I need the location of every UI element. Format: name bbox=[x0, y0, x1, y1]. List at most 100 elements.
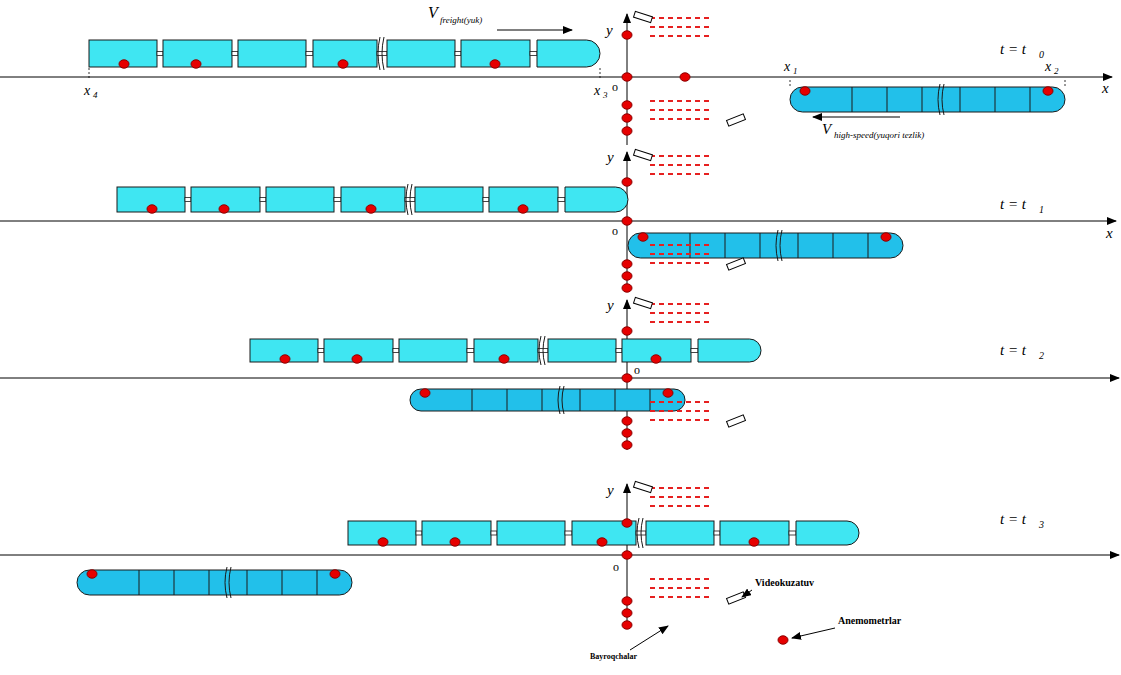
car-divider bbox=[472, 389, 473, 411]
coupler bbox=[185, 198, 191, 202]
break-mark bbox=[637, 518, 639, 548]
math-label: 4 bbox=[93, 91, 98, 100]
anemometer-dot bbox=[87, 570, 97, 578]
car-divider bbox=[833, 233, 834, 258]
freight-train bbox=[250, 336, 761, 365]
anemometer-dot bbox=[622, 327, 632, 335]
anemometer-dot bbox=[749, 538, 759, 546]
anemometer-dot bbox=[622, 31, 632, 39]
coupler bbox=[157, 52, 163, 56]
break-mark bbox=[942, 84, 944, 115]
math-label: 3 bbox=[1039, 520, 1044, 530]
math-label: 1 bbox=[793, 67, 798, 76]
freight-car bbox=[646, 521, 714, 545]
video-camera bbox=[727, 592, 746, 604]
anemometer-dot bbox=[622, 73, 632, 81]
x-axis bbox=[0, 378, 1119, 379]
train-body bbox=[77, 570, 352, 595]
math-label: x bbox=[84, 84, 90, 98]
math-label: freight(yuk) bbox=[440, 16, 482, 25]
locomotive bbox=[565, 187, 628, 212]
anemometer-dot bbox=[622, 272, 632, 280]
callout-label: Videokuzatuv bbox=[755, 578, 814, 588]
leader-line bbox=[742, 590, 752, 597]
x-axis bbox=[0, 555, 1119, 556]
break-mark bbox=[558, 386, 560, 414]
flag-row bbox=[650, 410, 712, 412]
anemometer-dot bbox=[638, 233, 648, 241]
high-speed-train bbox=[790, 84, 1065, 115]
flag-row bbox=[650, 155, 712, 157]
break-mark bbox=[539, 336, 541, 365]
coupler bbox=[260, 198, 266, 202]
anemometer-dot bbox=[1043, 87, 1053, 95]
freight-train bbox=[117, 184, 628, 215]
anemometer-dot bbox=[778, 636, 788, 644]
coupler bbox=[306, 52, 313, 56]
coupler bbox=[691, 349, 698, 353]
anemometer-dot bbox=[280, 355, 290, 363]
anemometer-dot bbox=[622, 217, 632, 225]
anemometer-dot bbox=[622, 441, 632, 449]
freight-car bbox=[266, 187, 334, 212]
anemometer-dot bbox=[800, 87, 810, 95]
car-divider bbox=[317, 570, 318, 595]
anemometer-dot bbox=[651, 355, 661, 363]
flag-row bbox=[650, 419, 712, 421]
math-label: y bbox=[607, 298, 614, 313]
flag-row bbox=[650, 578, 712, 580]
train-body bbox=[790, 87, 1065, 112]
anemometer-dot bbox=[622, 178, 632, 186]
break-mark bbox=[562, 386, 564, 414]
anemometer-dot bbox=[622, 597, 632, 605]
train-body bbox=[628, 233, 903, 258]
break-mark bbox=[938, 84, 940, 115]
break-mark bbox=[378, 37, 380, 70]
car-divider bbox=[247, 570, 248, 595]
anemometer-dot bbox=[680, 73, 690, 81]
flag-row bbox=[650, 303, 712, 305]
math-label: V bbox=[822, 122, 831, 137]
break-mark bbox=[780, 230, 782, 261]
math-label: y bbox=[607, 150, 614, 165]
coupler bbox=[455, 52, 461, 56]
anemometer-dot bbox=[622, 374, 632, 382]
coupler bbox=[558, 198, 565, 202]
train-body bbox=[410, 389, 685, 411]
flag-row bbox=[650, 596, 712, 598]
math-label: y bbox=[606, 23, 613, 38]
locomotive bbox=[698, 339, 761, 362]
anemometer-dot bbox=[119, 60, 129, 68]
anemometer-dot bbox=[366, 205, 376, 213]
coupler bbox=[416, 531, 422, 535]
flag-row bbox=[650, 118, 712, 120]
freight-car bbox=[548, 339, 616, 362]
car-divider bbox=[922, 87, 923, 112]
anemometer-dot bbox=[622, 101, 632, 109]
flag-row bbox=[650, 312, 712, 314]
video-camera bbox=[727, 114, 746, 126]
math-label: o bbox=[612, 225, 618, 237]
math-label: x bbox=[1102, 81, 1109, 96]
car-divider bbox=[995, 87, 996, 112]
math-label: high-speed(yuqori tezlik) bbox=[834, 131, 924, 140]
callout-label: Anemometrlar bbox=[838, 616, 901, 626]
callout-label: Bayroqchalar bbox=[590, 653, 637, 661]
car-divider bbox=[507, 389, 508, 411]
math-label: x bbox=[1045, 60, 1051, 74]
anemometer-dot bbox=[450, 538, 460, 546]
car-divider bbox=[725, 233, 726, 258]
anemometer-dot bbox=[622, 621, 632, 629]
coupler bbox=[334, 198, 341, 202]
video-camera bbox=[727, 415, 746, 427]
flag-row bbox=[650, 496, 712, 498]
dimension-tick bbox=[790, 80, 791, 88]
velocity-arrow bbox=[813, 117, 900, 118]
flag-row bbox=[650, 244, 712, 246]
break-mark bbox=[406, 184, 408, 215]
break-mark bbox=[776, 230, 778, 261]
anemometer-dot bbox=[490, 60, 500, 68]
math-label: 3 bbox=[603, 91, 608, 100]
anemometer-dot bbox=[352, 355, 362, 363]
math-label: x bbox=[1106, 226, 1113, 241]
